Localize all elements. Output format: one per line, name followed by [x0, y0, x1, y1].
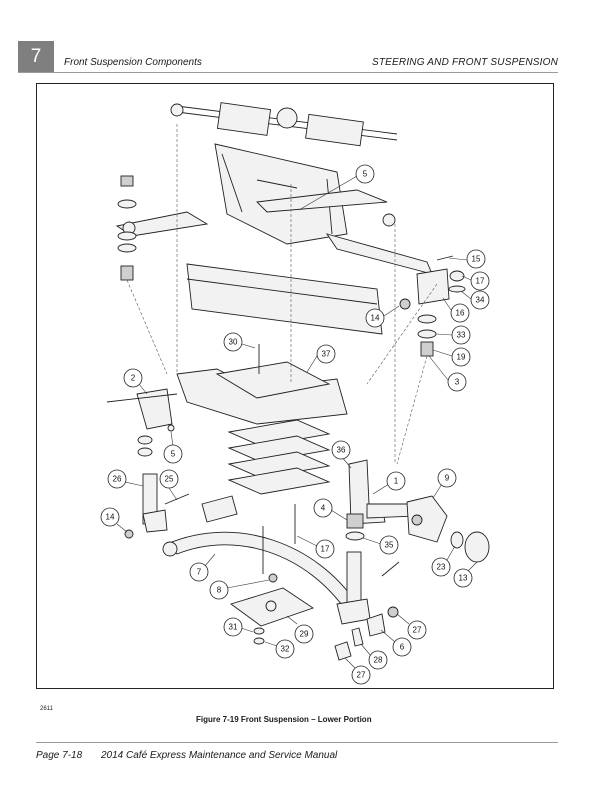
svg-text:23: 23: [437, 563, 446, 572]
callout-33: 33: [435, 325, 471, 345]
callout-1: 1: [372, 471, 406, 495]
alignment-lines: [176, 124, 438, 464]
callout-37: 37: [306, 344, 336, 373]
callout-14b: 14: [100, 507, 128, 533]
svg-text:9: 9: [445, 474, 450, 483]
callout-26: 26: [107, 469, 144, 489]
manual-title: 2014 Café Express Maintenance and Servic…: [101, 750, 338, 761]
svg-text:27: 27: [413, 626, 422, 635]
chapter-tab: 7: [18, 41, 54, 73]
callout-19: 19: [432, 347, 471, 367]
svg-text:28: 28: [374, 656, 383, 665]
callout-25: 25: [159, 469, 179, 501]
svg-text:30: 30: [229, 338, 238, 347]
leaf-spring: [162, 495, 400, 613]
svg-text:14: 14: [371, 314, 380, 323]
frame-crossmember: [186, 143, 383, 335]
callout-16: 16: [442, 297, 470, 323]
left-kingpin: [124, 473, 190, 539]
wheel-hub: [406, 495, 490, 563]
svg-text:32: 32: [281, 645, 290, 654]
svg-text:35: 35: [385, 541, 394, 550]
callout-17b: 17: [296, 535, 335, 559]
bottom-plate: [230, 526, 315, 645]
svg-text:1: 1: [394, 477, 399, 486]
svg-text:31: 31: [229, 623, 238, 632]
svg-text:2: 2: [131, 374, 136, 383]
callout-3: 3: [428, 355, 467, 392]
callout-32: 32: [264, 639, 295, 659]
footer-rule: [36, 742, 558, 743]
upper-control-arms: [115, 189, 433, 275]
svg-text:16: 16: [456, 309, 465, 318]
svg-text:19: 19: [457, 353, 466, 362]
callout-23: 23: [431, 545, 456, 577]
svg-text:17: 17: [476, 277, 485, 286]
callout-36: 36: [331, 440, 352, 469]
callout-14a: 14: [365, 305, 400, 328]
chapter-title: STEERING AND FRONT SUSPENSION: [371, 57, 558, 68]
svg-text:7: 7: [197, 568, 202, 577]
callout-35: 35: [362, 535, 399, 555]
callout-7: 7: [189, 553, 216, 582]
callout-2: 2: [123, 368, 148, 395]
figure-caption: Figure 7-19 Front Suspension – Lower Por…: [196, 715, 372, 724]
callout-5a: 5: [298, 164, 375, 211]
svg-text:13: 13: [459, 574, 468, 583]
svg-text:14: 14: [106, 513, 115, 522]
callout-28: 28: [360, 643, 388, 670]
svg-text:26: 26: [113, 475, 122, 484]
svg-text:8: 8: [217, 586, 222, 595]
spindle-assembly: [345, 459, 418, 541]
svg-text:29: 29: [300, 630, 309, 639]
callout-34: 34: [460, 290, 490, 310]
figure-frame: 5 15 17 34 16 14 33 19 3 30 37 2 5 36 1 …: [36, 83, 554, 689]
svg-text:27: 27: [357, 671, 366, 680]
callout-31: 31: [223, 617, 254, 637]
suspension-exploded-drawing: 5 15 17 34 16 14 33 19 3 30 37 2 5 36 1 …: [100, 102, 490, 685]
svg-text:4: 4: [321, 504, 326, 513]
callout-13: 13: [453, 561, 478, 588]
svg-text:36: 36: [337, 446, 346, 455]
callout-9: 9: [432, 468, 457, 499]
callout-8: 8: [209, 579, 270, 600]
spring-plates: [215, 344, 331, 544]
svg-text:15: 15: [472, 255, 481, 264]
svg-text:17: 17: [321, 545, 330, 554]
callout-5b: 5: [163, 431, 183, 464]
svg-text:5: 5: [363, 170, 368, 179]
kingpin-post: [334, 551, 399, 661]
left-hardware-stack: [117, 175, 168, 375]
callout-27a: 27: [396, 613, 427, 640]
svg-text:6: 6: [400, 643, 405, 652]
drawing-number: 2611: [40, 706, 53, 712]
svg-text:37: 37: [322, 350, 331, 359]
svg-text:33: 33: [457, 331, 466, 340]
callout-4: 4: [313, 498, 348, 521]
callout-6: 6: [380, 629, 412, 657]
svg-text:25: 25: [165, 475, 174, 484]
steering-rack: [170, 102, 398, 147]
section-title: Front Suspension Components: [64, 57, 202, 68]
header-rule: [18, 72, 558, 73]
svg-text:3: 3: [455, 378, 460, 387]
page-number: Page 7-18: [36, 750, 83, 761]
callout-15: 15: [448, 249, 486, 269]
svg-text:34: 34: [476, 296, 485, 305]
callout-27b: 27: [344, 657, 371, 685]
callout-17a: 17: [461, 271, 490, 291]
right-hardware-stack: [396, 255, 466, 465]
svg-text:5: 5: [171, 450, 176, 459]
callout-29: 29: [286, 615, 314, 644]
callout-30: 30: [223, 332, 256, 352]
